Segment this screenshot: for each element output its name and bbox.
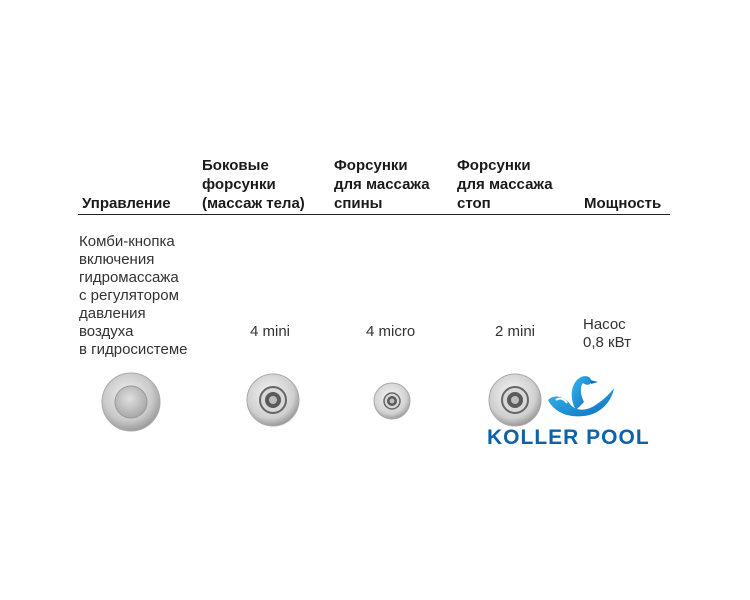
swan-icon — [548, 376, 614, 417]
koller-pool-logo: KOLLER POOL — [487, 426, 650, 449]
mini-nozzle-icon — [488, 373, 542, 427]
header-foot-jets: Форсунки для массажа стоп — [457, 157, 553, 212]
mini-nozzle-icon — [246, 373, 300, 427]
cell-foot-jets: 2 mini — [495, 323, 536, 340]
cell-side-jets: 4 mini — [250, 323, 291, 340]
combi-button-icon — [101, 372, 161, 432]
header-control: Управление — [82, 195, 171, 212]
header-power: Мощность — [584, 195, 662, 212]
cell-back-jets: 4 micro — [366, 323, 416, 340]
header-side-jets: Боковые форсунки (массаж тела) — [202, 157, 305, 212]
header-divider — [78, 214, 670, 215]
cell-power: Насос 0,8 кВт — [583, 316, 631, 351]
micro-nozzle-icon — [373, 382, 411, 420]
header-back-jets: Форсунки для массажа спины — [334, 157, 430, 212]
cell-control: Комби-кнопка включения гидромассажа с ре… — [79, 233, 188, 358]
